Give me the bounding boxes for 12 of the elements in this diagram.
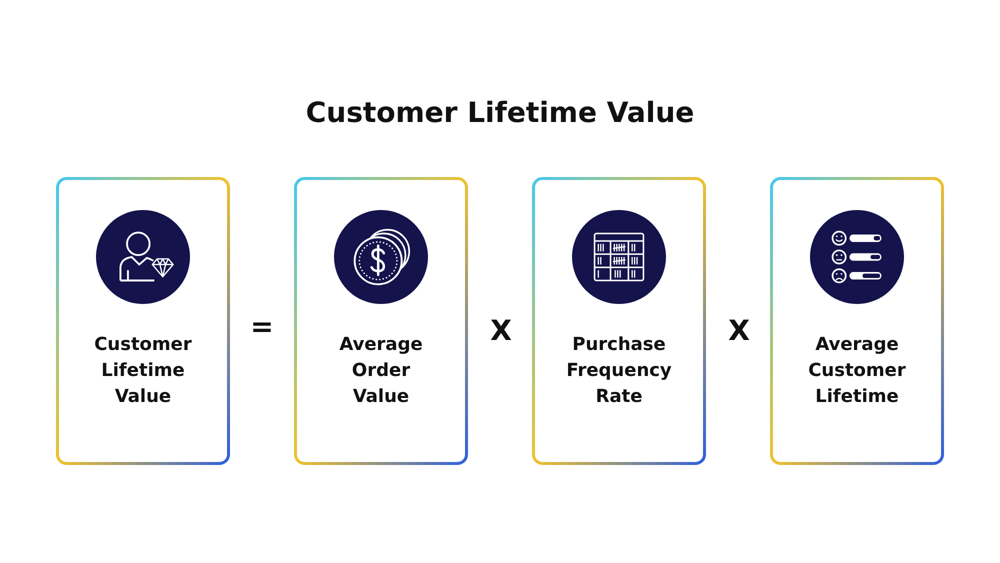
card-label: Purchase Frequency Rate (565, 333, 673, 409)
title: Customer Lifetime Value (304, 95, 696, 131)
formula-card (56, 177, 230, 465)
equals-operator: = (250, 311, 274, 343)
multiply-operator: X (490, 315, 512, 347)
formula-card (770, 177, 944, 465)
card-label: Average Customer Lifetime (807, 333, 907, 409)
card-label: Average Order Value (338, 333, 424, 409)
formula-card (294, 177, 468, 465)
formula-card (532, 177, 706, 465)
card-label: Customer Lifetime Value (93, 333, 193, 409)
multiply-operator: X (728, 315, 750, 347)
